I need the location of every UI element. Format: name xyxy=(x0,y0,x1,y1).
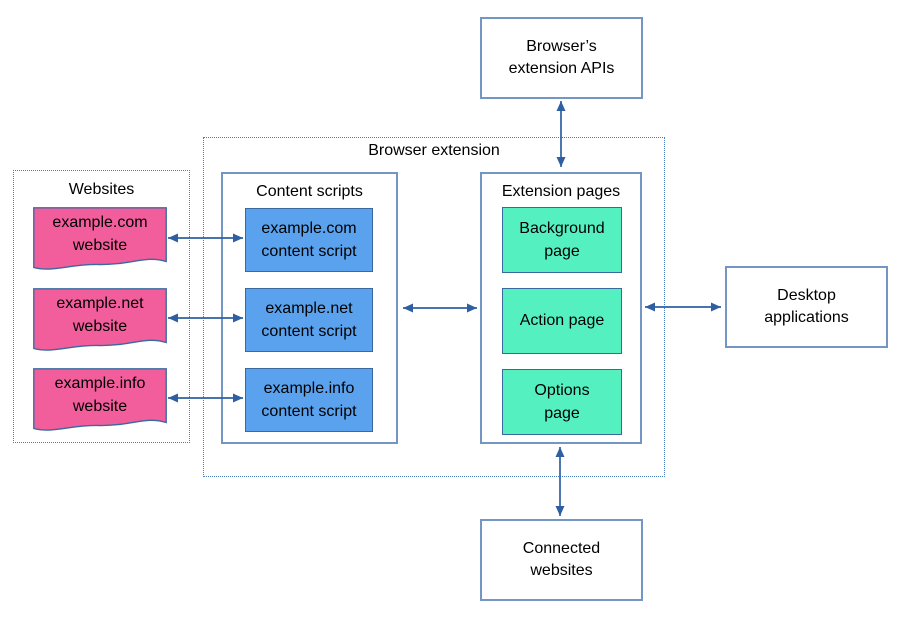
browser-apis-label: Browser’s extension APIs xyxy=(508,37,615,77)
browser-apis-box: Browser’s extension APIs xyxy=(480,17,643,99)
extension-pages-title: Extension pages xyxy=(501,183,621,200)
content-scripts-title: Content scripts xyxy=(256,183,363,200)
desktop-applications-box: Desktop applications xyxy=(725,266,888,348)
website-node-label: example.net website xyxy=(56,295,144,335)
document-shape-icon xyxy=(33,368,167,431)
options-page-label: Options page xyxy=(534,381,590,422)
content-script-node-example-net: example.net content script xyxy=(245,288,373,352)
websites-container xyxy=(13,170,190,443)
background-page-label: Background page xyxy=(519,219,605,260)
website-node-example-info: example.info website xyxy=(33,368,167,433)
content-script-label: example.com content script xyxy=(261,219,357,260)
website-node-label: example.info website xyxy=(54,375,146,415)
action-page-node: Action page xyxy=(502,288,622,354)
browser-extension-title: Browser extension xyxy=(368,142,500,159)
background-page-node: Background page xyxy=(502,207,622,273)
website-node-example-com: example.com website xyxy=(33,207,167,272)
action-page-label: Action page xyxy=(519,312,605,330)
document-shape-icon xyxy=(33,288,167,351)
website-node-example-net: example.net website xyxy=(33,288,167,353)
website-node-label: example.com website xyxy=(52,214,148,254)
connected-websites-box: Connected websites xyxy=(480,519,643,601)
websites-title: Websites xyxy=(68,181,135,198)
content-script-node-example-info: example.info content script xyxy=(245,368,373,432)
content-script-node-example-com: example.com content script xyxy=(245,208,373,272)
content-script-label: example.info content script xyxy=(261,379,357,420)
desktop-applications-label: Desktop applications xyxy=(764,286,849,326)
document-shape-icon xyxy=(33,207,167,270)
connected-websites-label: Connected websites xyxy=(522,539,601,579)
content-script-label: example.net content script xyxy=(261,299,357,340)
options-page-node: Options page xyxy=(502,369,622,435)
